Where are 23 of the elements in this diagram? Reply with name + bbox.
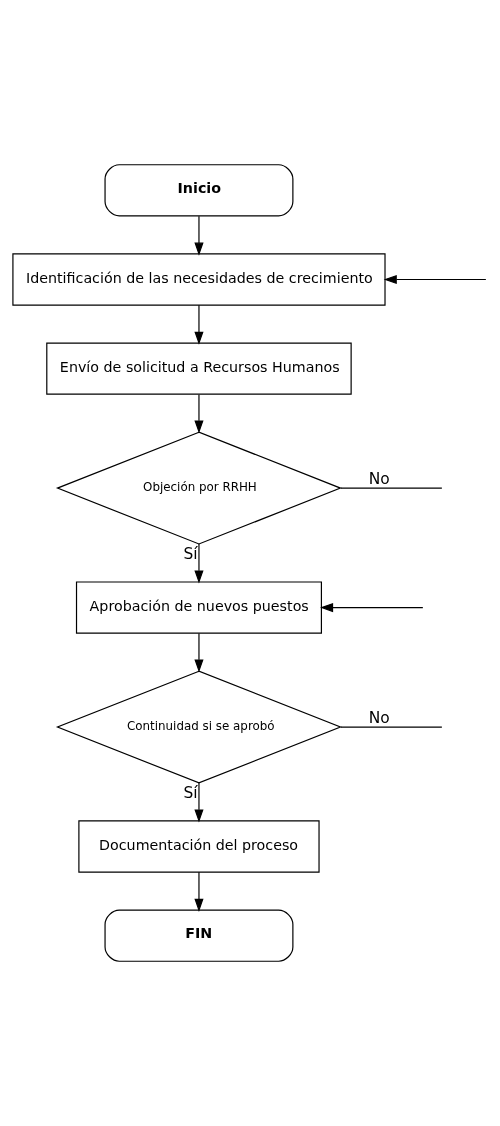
edge-label: No <box>368 708 390 727</box>
arrow <box>194 782 204 823</box>
arrow <box>194 871 204 912</box>
node-box: FIN <box>104 909 294 962</box>
edge-label: Sí <box>183 783 198 802</box>
connector <box>340 726 443 728</box>
node-box: Aprobación de nuevos puestos <box>75 581 322 634</box>
arrow <box>383 274 487 285</box>
node-box: Inicio <box>104 164 294 217</box>
arrow <box>194 215 204 256</box>
node-box: Identificación de las necesidades de crecimiento <box>12 253 386 306</box>
arrow <box>194 304 204 345</box>
arrow <box>194 633 204 673</box>
node-box: Documentación del proceso <box>78 820 320 873</box>
arrow <box>194 543 204 584</box>
arrow <box>320 603 424 613</box>
arrow <box>194 394 204 434</box>
node-diamond: Continuidad si se aprobó <box>55 670 343 784</box>
connector <box>340 487 443 489</box>
node-diamond: Objeción por RRHH <box>55 431 343 545</box>
edge-label: No <box>368 469 390 488</box>
node-box: Envío de solicitud a Recursos Humanos <box>46 342 352 395</box>
edge-label: Sí <box>183 544 198 563</box>
